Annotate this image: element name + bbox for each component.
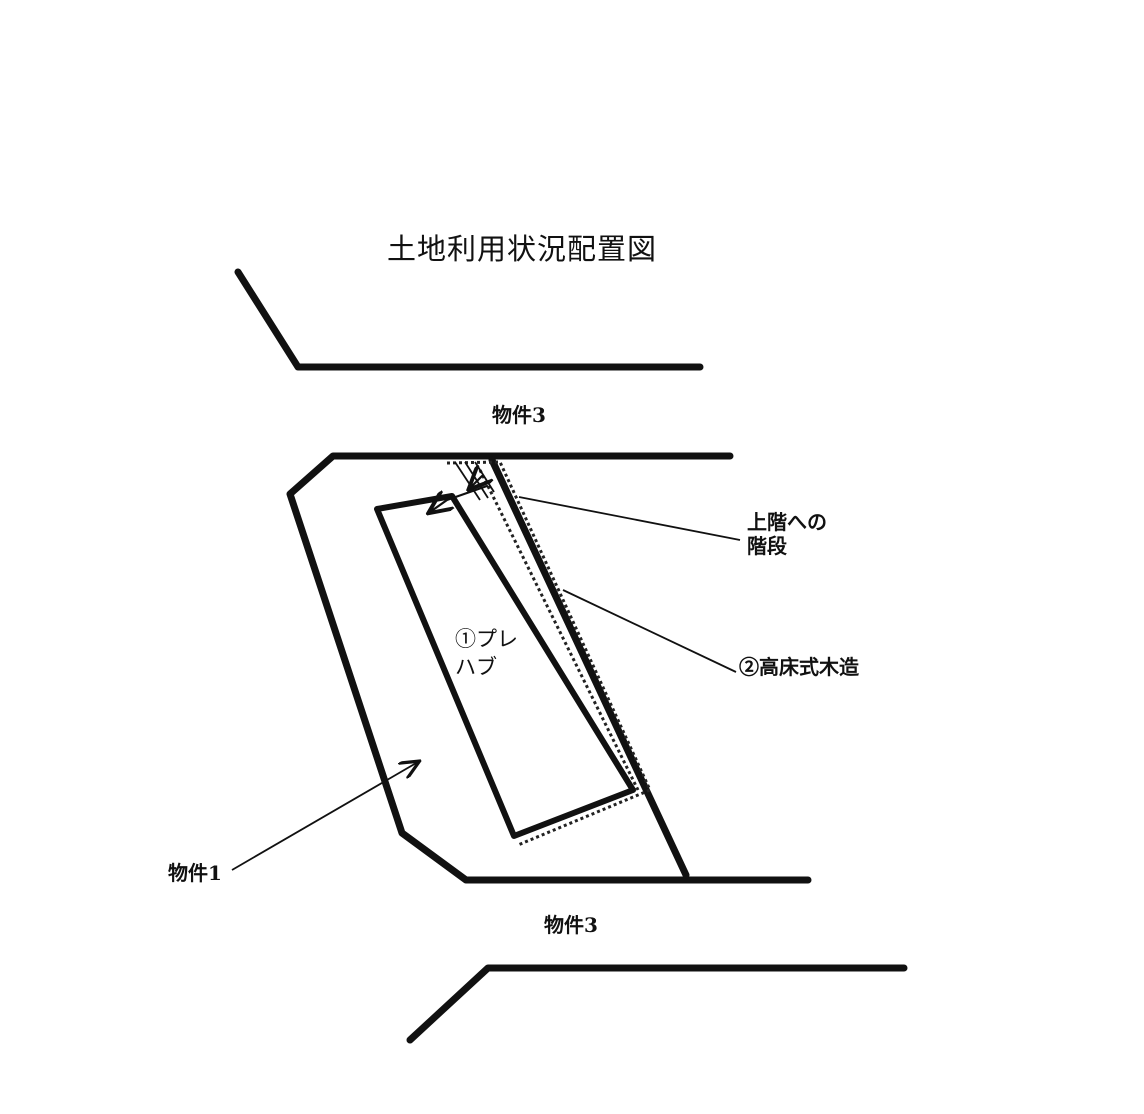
prefab-label-line1: ①プレ xyxy=(455,627,518,651)
lot-boundary-left xyxy=(286,452,812,884)
wooden-leader-line xyxy=(562,589,737,673)
stairs-label-line1: 上階への xyxy=(747,510,827,534)
lot-boundary-right xyxy=(488,456,690,879)
stairs-label-line2: 階段 xyxy=(747,534,787,558)
raised-wooden-label: ②高床式木造 xyxy=(739,655,859,679)
stair-direction-arrow-2 xyxy=(470,476,482,488)
property1-label: 物件1 xyxy=(168,861,222,885)
property1-arrow xyxy=(231,762,418,871)
stairs-leader-line xyxy=(518,496,741,541)
lower-road-boundary xyxy=(406,964,908,1044)
prefab-label: ①プレ ハブ xyxy=(455,625,518,681)
prefab-label-line2: ハブ xyxy=(455,655,497,679)
diagram-title: 土地利用状況配置図 xyxy=(387,232,658,266)
stairs-label: 上階への 階段 xyxy=(747,510,827,558)
raised-wooden-structure xyxy=(446,460,653,847)
property3-top-label: 物件3 xyxy=(492,403,546,427)
property3-bottom-label: 物件3 xyxy=(544,913,598,937)
upper-road-boundary xyxy=(234,268,704,371)
